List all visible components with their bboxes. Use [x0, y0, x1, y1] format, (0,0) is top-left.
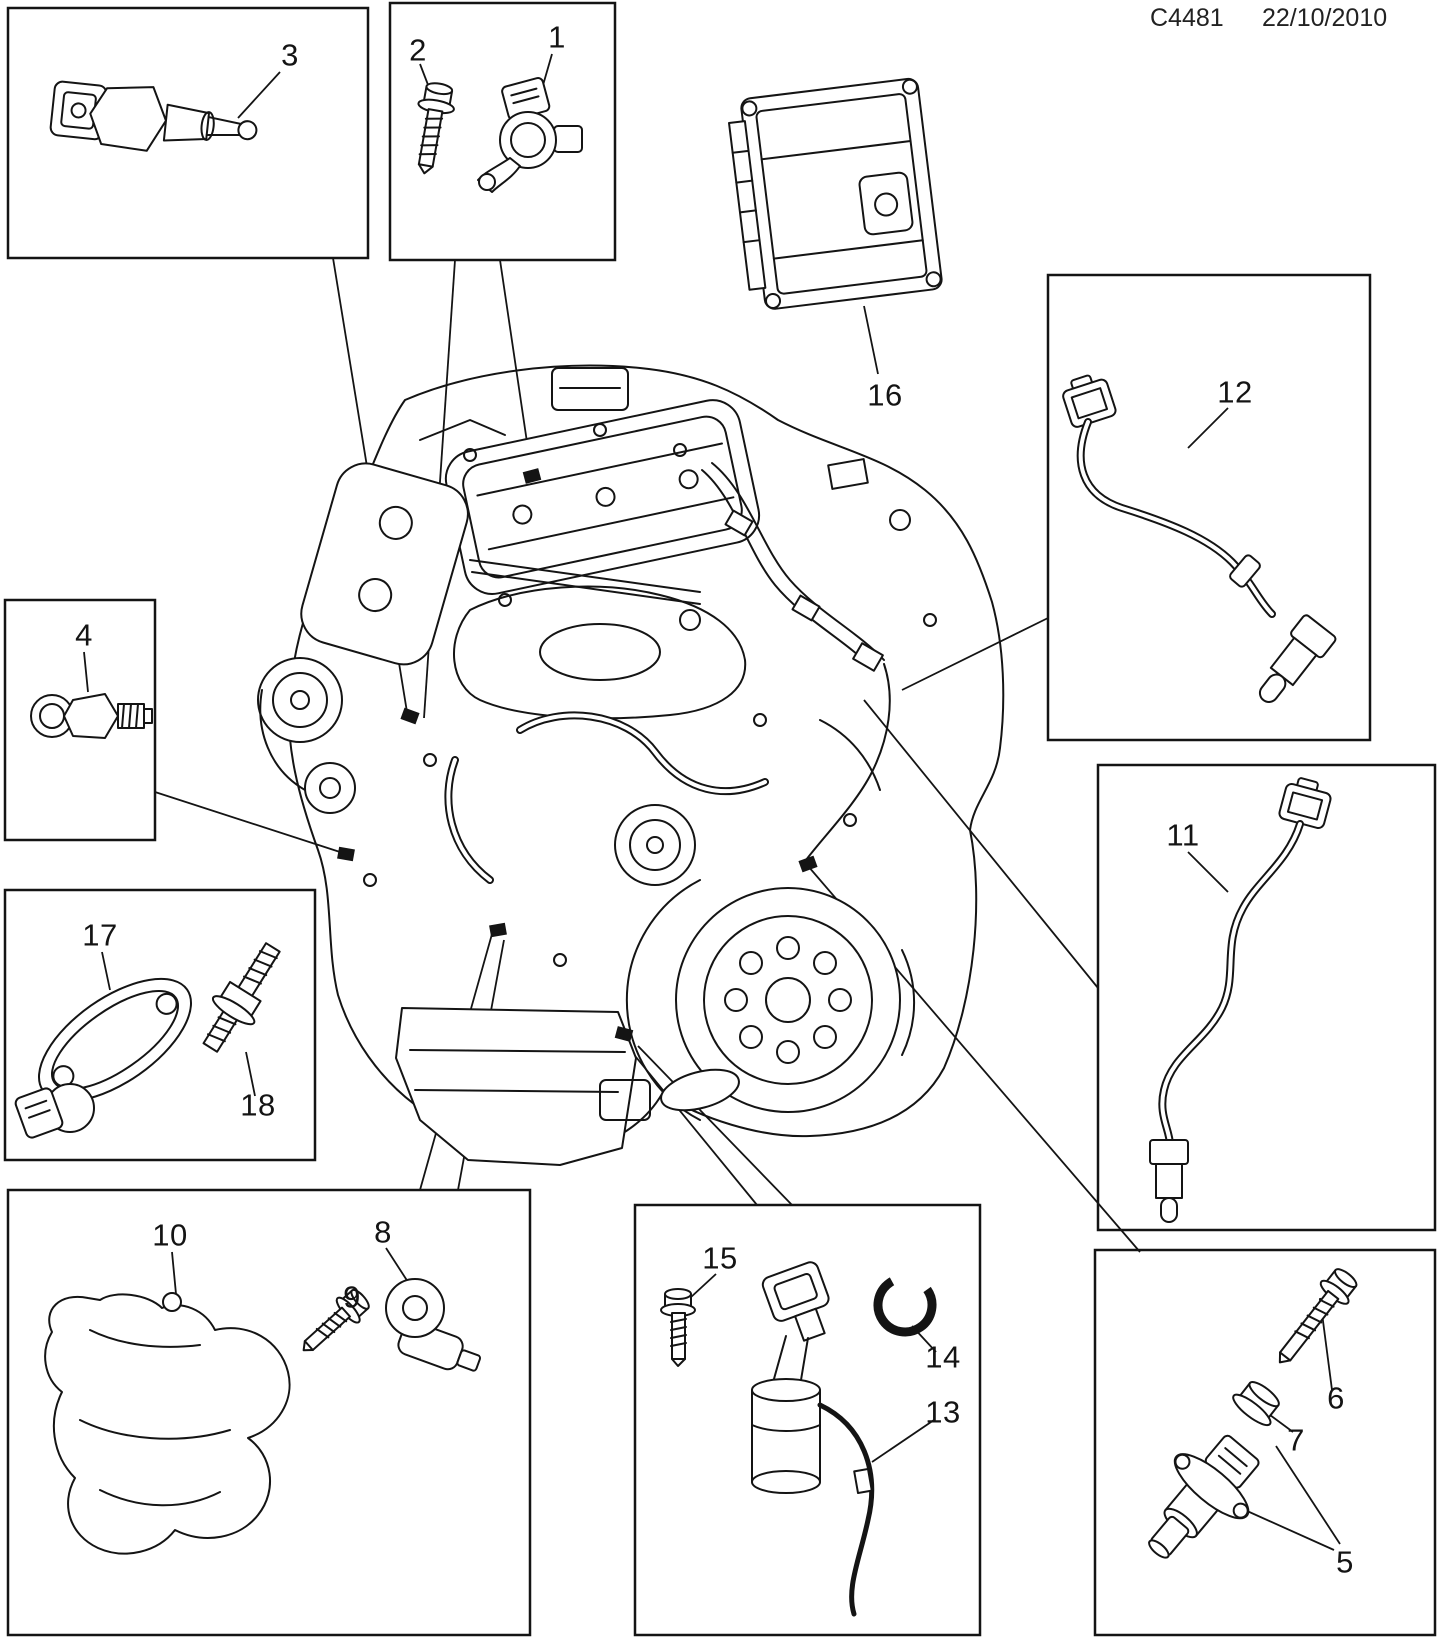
callout-5: 5	[1336, 1544, 1354, 1580]
callout-13: 13	[925, 1394, 961, 1430]
part-8-illustration	[385, 1278, 482, 1372]
callout-18: 18	[240, 1087, 276, 1123]
part-18-illustration	[202, 942, 281, 1053]
part-2-illustration	[417, 82, 455, 175]
part-11-illustration	[1149, 777, 1332, 1223]
callout-17: 17	[82, 917, 118, 953]
callout-stub-lines	[83, 53, 1341, 1551]
engine-illustration	[257, 364, 1005, 1166]
callout-6: 6	[1327, 1380, 1345, 1416]
part-6-illustration	[1278, 1268, 1358, 1364]
callout-1: 1	[548, 19, 566, 55]
callout-11: 11	[1166, 817, 1200, 853]
part-5-illustration	[1148, 1434, 1260, 1559]
callout-16: 16	[867, 377, 903, 413]
callout-15: 15	[702, 1240, 738, 1276]
part-9-illustration	[302, 1288, 370, 1352]
part-3-illustration	[49, 80, 258, 152]
callout-2: 2	[409, 32, 427, 68]
part-1-illustration	[477, 77, 583, 193]
callout-8: 8	[374, 1214, 392, 1250]
leader-lines	[154, 257, 1141, 1253]
part-4-illustration	[30, 693, 153, 739]
callout-9: 9	[343, 1279, 361, 1315]
document-code: C4481	[1150, 4, 1224, 32]
callout-12: 12	[1217, 374, 1253, 410]
part-10-illustration	[44, 1292, 291, 1555]
part-16-illustration	[728, 77, 943, 310]
document-date: 22/10/2010	[1262, 4, 1388, 32]
engine-mounted-sensors	[337, 468, 818, 1042]
part-7-illustration	[1232, 1381, 1280, 1427]
callout-4: 4	[75, 617, 93, 653]
callout-14: 14	[925, 1339, 961, 1375]
part-15-illustration	[660, 1288, 696, 1367]
callout-10: 10	[152, 1217, 188, 1253]
part-13-illustration	[751, 1261, 875, 1617]
part-17-illustration	[14, 977, 193, 1139]
part-12-illustration	[1062, 374, 1337, 703]
callout-3: 3	[281, 37, 299, 73]
part-14-illustration	[873, 1273, 937, 1337]
detail-boxes	[3, 1, 1437, 1637]
callout-7: 7	[1287, 1422, 1305, 1458]
